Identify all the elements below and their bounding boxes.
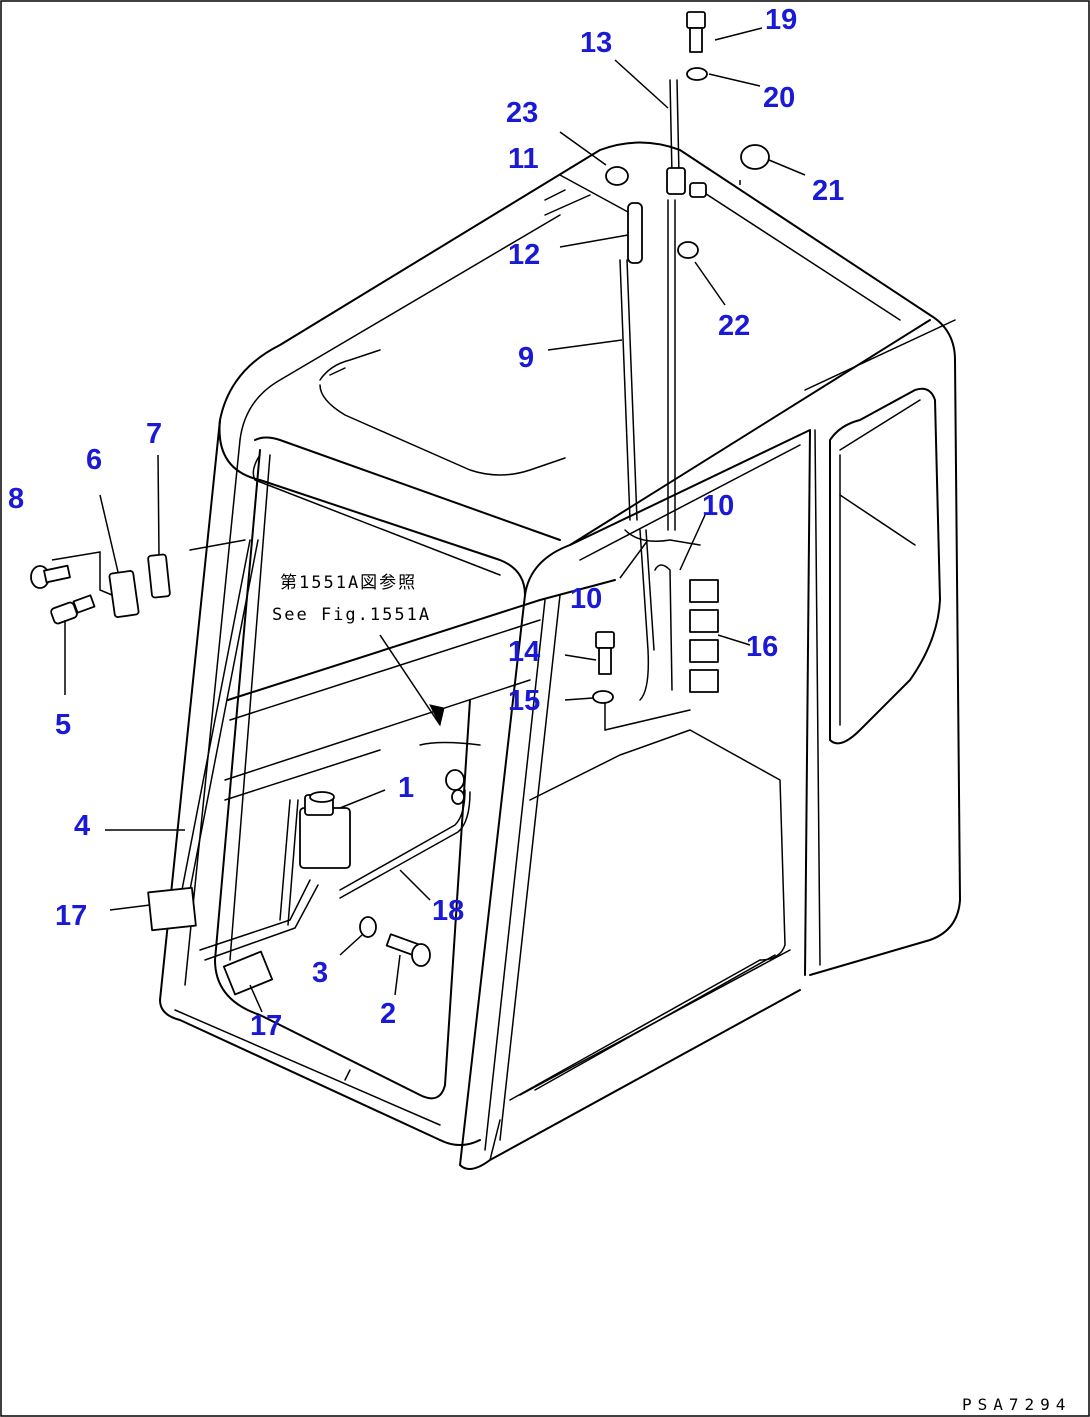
connector-18b: [451, 789, 465, 805]
clip-22: [677, 241, 699, 259]
part-labels: 1 2 3 4 5 6 7 8 9 10 10 11 12 13 14 15 1…: [8, 4, 844, 1042]
label-13: 13: [580, 27, 612, 59]
label-2: 2: [380, 998, 396, 1030]
relay-1: [299, 791, 351, 869]
washer-20: [686, 67, 708, 81]
bolt-14: [595, 631, 615, 675]
grommet-23: [605, 166, 629, 186]
plate-7: [147, 553, 171, 599]
label-10-upper: 10: [702, 490, 734, 522]
clip-17-upper: [147, 886, 197, 932]
label-8: 8: [8, 483, 24, 515]
label-18: 18: [432, 895, 464, 927]
label-19: 19: [765, 4, 797, 36]
figure-code: PSA7294: [962, 1395, 1071, 1414]
connector-16: [689, 579, 719, 693]
clamp-11: [627, 202, 643, 264]
reference-english: See Fig.1551A: [272, 605, 431, 625]
washer-3: [359, 916, 377, 938]
label-10-lower: 10: [570, 583, 602, 615]
clip-17-lower: [222, 950, 274, 996]
label-12: 12: [508, 239, 540, 271]
label-11: 11: [508, 143, 539, 175]
label-17-upper: 17: [55, 900, 87, 932]
label-22: 22: [718, 310, 750, 342]
label-6: 6: [86, 444, 102, 476]
parts: [30, 11, 770, 996]
bolt-2: [385, 933, 431, 967]
bracket-6: [108, 570, 140, 618]
bolt-19: [686, 11, 706, 53]
clamp-13: [666, 167, 686, 195]
label-9: 9: [518, 342, 534, 374]
operator-cab: [159, 141, 961, 1170]
washer-15: [592, 690, 614, 704]
wiring-harness: [179, 79, 701, 961]
label-15: 15: [508, 685, 540, 717]
sensor-5: [50, 594, 96, 625]
label-21: 21: [812, 175, 844, 207]
bracket-top: [689, 182, 707, 198]
bolt-8: [30, 564, 71, 589]
leader-lines: [51, 27, 806, 1013]
label-5: 5: [55, 709, 71, 741]
label-20: 20: [763, 82, 795, 114]
reference-japanese: 第1551A図参照: [280, 573, 417, 593]
label-16: 16: [746, 631, 778, 663]
label-17-lower: 17: [250, 1010, 282, 1042]
label-14: 14: [508, 636, 540, 668]
label-4: 4: [74, 810, 90, 842]
label-23: 23: [506, 97, 538, 129]
label-3: 3: [312, 957, 328, 989]
label-7: 7: [146, 418, 162, 450]
grommet-21: [740, 144, 770, 170]
label-1: 1: [398, 772, 414, 804]
connector-18a: [445, 769, 465, 791]
